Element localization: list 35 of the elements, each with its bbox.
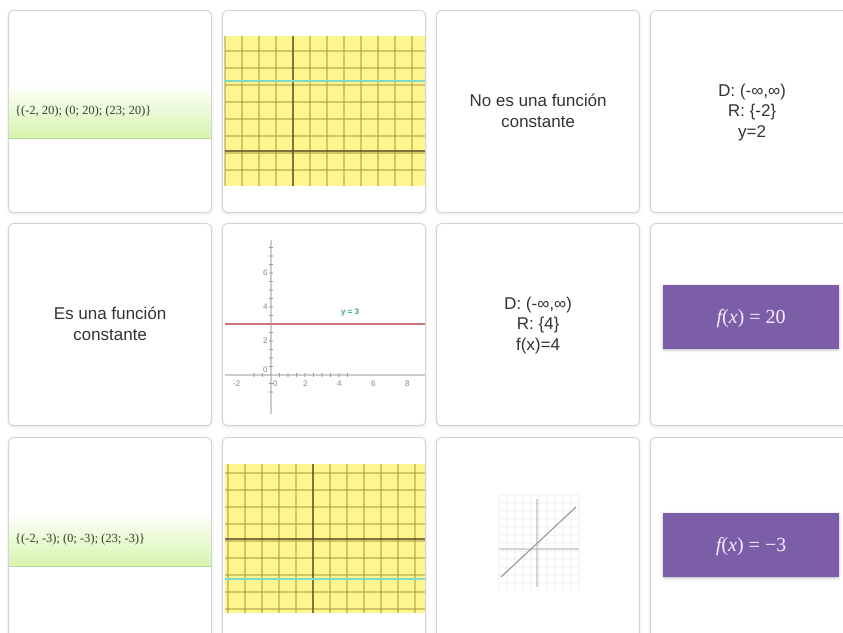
point-set-label: {(-2, 20); (0; 20); (23; 20)}: [9, 83, 211, 139]
point-set-label: {(-2, -3); (0; -3); (23; -3)}: [9, 511, 211, 567]
graph-card: [222, 10, 426, 213]
tick-label: 0: [263, 366, 268, 374]
graph-card: [222, 223, 426, 426]
graph-card: [436, 437, 640, 633]
answer-card: [436, 10, 640, 213]
answer-card: [650, 223, 843, 426]
domain-range-text: D: (-∞,∞): [717, 80, 787, 102]
tick-label: 2: [263, 337, 268, 345]
tick-label: 4: [337, 380, 342, 388]
function-label: f(x) = 20: [663, 285, 839, 349]
answer-card: [8, 223, 212, 426]
answer-card: [436, 223, 640, 426]
line-label: y = 3: [341, 308, 360, 316]
domain-range-text: R: {-2}: [726, 101, 778, 122]
answer-card: [650, 437, 843, 633]
tick-label: 0: [273, 380, 278, 388]
graph-card: [222, 437, 426, 633]
domain-range-text: D: (-∞,∞): [503, 294, 573, 314]
answer-card: [650, 10, 843, 213]
tick-label: 6: [263, 269, 268, 277]
tick-label: 4: [263, 303, 268, 311]
domain-range-text: f(x)=4: [515, 334, 561, 356]
domain-range-text: y=2: [737, 122, 767, 142]
answer-card: [8, 437, 212, 633]
answer-card: [8, 10, 212, 213]
domain-range-text: R: {4}: [516, 314, 560, 335]
tick-label: -2: [233, 380, 240, 388]
statement-text: No es una función constante: [468, 91, 608, 132]
function-label: f(x) = −3: [663, 513, 839, 577]
tick-label: 8: [405, 380, 410, 388]
tick-label: 2: [303, 380, 308, 388]
tick-label: 6: [371, 380, 376, 388]
statement-text: Es una función constante: [52, 304, 168, 345]
